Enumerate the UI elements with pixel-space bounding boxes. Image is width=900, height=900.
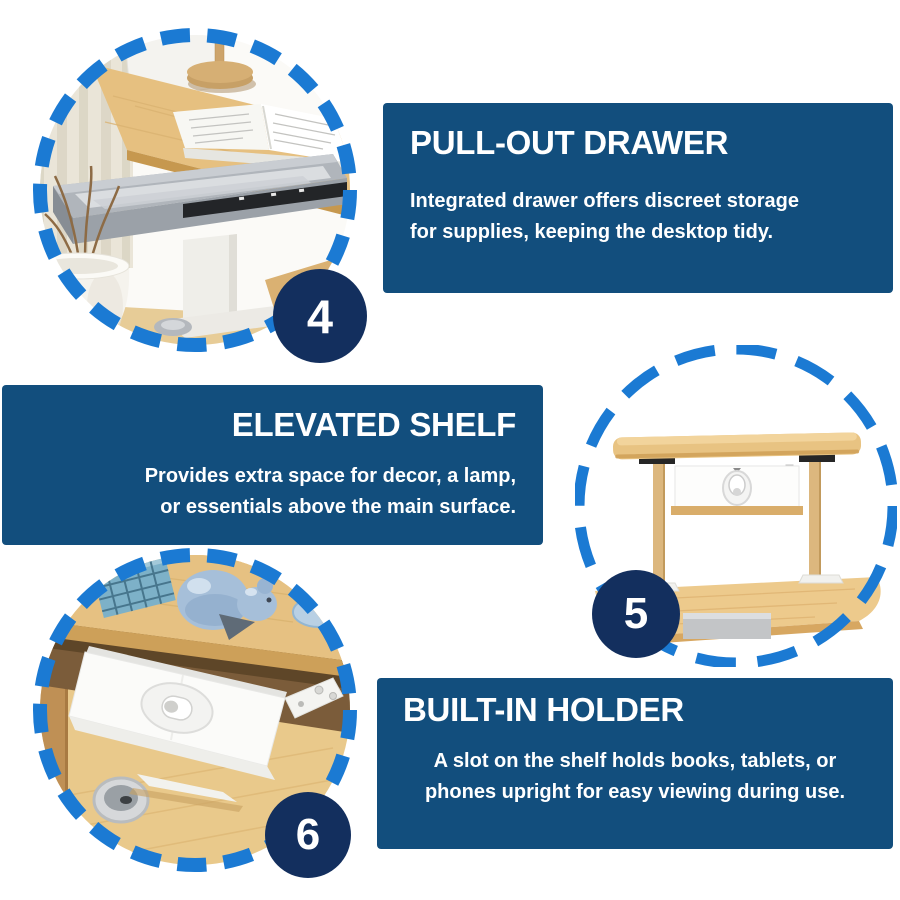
pull-out-drawer-photo: [33, 28, 357, 352]
built-in-holder-photo: [33, 548, 357, 872]
feature-badge-4: 4: [273, 269, 367, 363]
feature-title: BUILT-IN HOLDER: [403, 691, 684, 728]
feature-badge-5: 5: [592, 570, 680, 658]
elevated-shelf-photo: [575, 345, 897, 667]
description-line: Integrated drawer offers discreet storag…: [410, 190, 800, 212]
feature-description: Integrated drawer offers discreet storag…: [410, 186, 873, 248]
badge-number: 6: [295, 810, 321, 859]
badge-number: 4: [306, 289, 334, 343]
feature-description: A slot on the shelf holds books, tablets…: [377, 746, 893, 808]
description-line: Provides extra space for decor, a lamp,: [144, 465, 516, 487]
feature-description: Provides extra space for decor, a lamp, …: [22, 461, 516, 523]
elevated-shelf-panel: ELEVATED SHELF Provides extra space for …: [2, 385, 543, 545]
description-line: phones upright for easy viewing during u…: [424, 781, 846, 803]
description-line: for supplies, keeping the desktop tidy.: [410, 221, 774, 243]
dashed-circle-border: [33, 28, 357, 352]
feature-badge-6: 6: [265, 792, 351, 878]
dashed-circle-border: [33, 548, 357, 872]
description-line: A slot on the shelf holds books, tablets…: [433, 750, 837, 772]
built-in-holder-panel: BUILT-IN HOLDER A slot on the shelf hold…: [377, 678, 893, 849]
badge-number: 5: [623, 589, 649, 638]
feature-title: PULL-OUT DRAWER: [410, 124, 729, 161]
pull-out-drawer-panel: PULL-OUT DRAWER Integrated drawer offers…: [383, 103, 893, 293]
dashed-circle-border: [575, 345, 897, 667]
description-line: or essentials above the main surface.: [160, 496, 516, 518]
shelf-scene: [595, 432, 881, 645]
feature-title: ELEVATED SHELF: [231, 406, 517, 443]
